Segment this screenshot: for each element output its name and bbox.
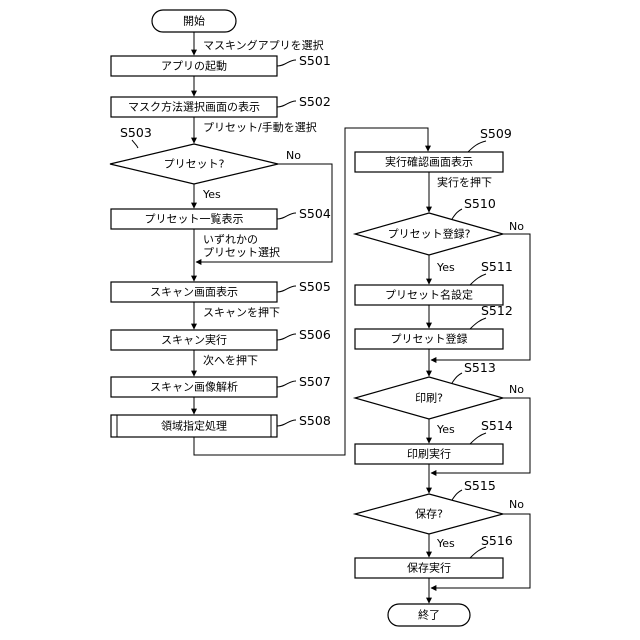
s515-yes-label: Yes: [436, 537, 455, 550]
s516-step: S516: [481, 533, 513, 548]
s511-step-leader: [470, 274, 486, 285]
s512-label: プリセット登録: [391, 332, 468, 346]
start-label: 開始: [183, 14, 205, 28]
s505-step-leader: [277, 286, 296, 292]
s512-step: S512: [481, 303, 513, 318]
s503-step-leader: [132, 140, 138, 148]
s509-label: 実行確認画面表示: [385, 155, 473, 169]
s516-label: 保存実行: [407, 561, 451, 575]
s510-label: プリセット登録?: [388, 227, 471, 241]
s501-label: アプリの起動: [161, 59, 227, 73]
s505-label: スキャン画面表示: [150, 285, 238, 299]
s515-no-label: No: [509, 498, 524, 511]
edge-label-select-app: マスキングアプリを選択: [203, 38, 324, 52]
edge-label-press-scan: スキャンを押下: [203, 305, 280, 319]
s510-step: S510: [464, 196, 496, 211]
s510-yes-label: Yes: [436, 261, 455, 274]
s514-step: S514: [481, 418, 513, 433]
s506-step: S506: [299, 327, 331, 342]
s504-step-leader: [277, 213, 296, 219]
s509-step-leader: [468, 141, 486, 152]
s513-step-leader: [452, 373, 462, 383]
s503-label: プリセット?: [164, 158, 225, 171]
s510-step-leader: [452, 209, 462, 219]
s503-step: S503: [120, 125, 152, 140]
s506-label: スキャン実行: [161, 333, 227, 347]
s508-step: S508: [299, 413, 331, 428]
s504-step: S504: [299, 206, 331, 221]
s506-step-leader: [277, 334, 296, 340]
s501-step: S501: [299, 53, 331, 68]
s507-step-leader: [277, 381, 296, 387]
edge-label-select-preset-manual: プリセット/手動を選択: [203, 120, 317, 134]
edge-label-any-preset-1: いずれかの: [203, 233, 258, 246]
s503-yes-label: Yes: [202, 188, 221, 201]
s508-step-leader: [277, 420, 296, 426]
s502-label: マスク方法選択画面の表示: [128, 100, 260, 114]
s513-yes-label: Yes: [436, 423, 455, 436]
s503-no-label: No: [286, 149, 301, 162]
edge-label-press-next: 次へを押下: [203, 353, 258, 367]
s513-no-label: No: [509, 383, 524, 396]
s505-step: S505: [299, 279, 331, 294]
s515-label: 保存?: [415, 507, 443, 521]
s513-label: 印刷?: [415, 392, 443, 405]
s514-label: 印刷実行: [407, 447, 451, 461]
s507-label: スキャン画像解析: [150, 380, 238, 394]
s513-step: S513: [464, 360, 496, 375]
s502-step: S502: [299, 94, 331, 109]
s511-step: S511: [481, 259, 513, 274]
s512-step-leader: [470, 318, 486, 329]
s516-step-leader: [470, 547, 486, 558]
s515-step: S515: [464, 478, 496, 493]
s507-step: S507: [299, 374, 331, 389]
s502-step-leader: [277, 101, 296, 107]
s515-step-leader: [452, 490, 462, 500]
s504-label: プリセット一覧表示: [145, 212, 244, 226]
s510-no-label: No: [509, 220, 524, 233]
s501-step-leader: [277, 60, 296, 66]
end-label: 終了: [418, 608, 440, 622]
s511-label: プリセット名設定: [385, 288, 473, 302]
s514-step-leader: [470, 433, 486, 444]
edge-label-any-preset-2: プリセット選択: [203, 245, 280, 259]
s509-step: S509: [480, 126, 512, 141]
edge-label-press-execute: 実行を押下: [437, 175, 492, 189]
s508-label: 領域指定処理: [161, 419, 227, 433]
